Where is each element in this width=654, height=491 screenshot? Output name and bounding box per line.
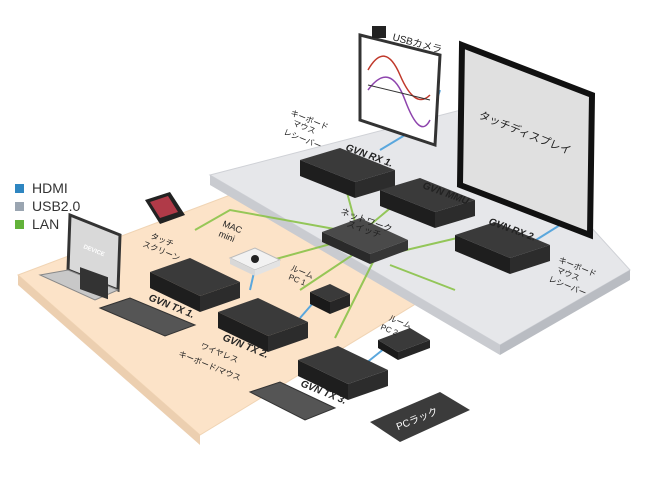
- legend-swatch-usb: [15, 202, 24, 211]
- mac-mini-icon: [228, 247, 282, 276]
- gvn-rx2-device: [455, 222, 550, 274]
- legend-usb: USB2.0: [32, 198, 80, 214]
- usb-camera-icon: [372, 26, 386, 38]
- gvn-tx3-device: [298, 346, 388, 400]
- keyboard-icon-1: [98, 297, 197, 337]
- keyboard-icon-2: [248, 381, 337, 421]
- room-pc2-icon: [378, 328, 430, 360]
- legend-swatch-hdmi: [15, 184, 24, 193]
- room-pc1-icon: [310, 284, 350, 314]
- laptop-icon: [38, 212, 122, 301]
- legend-lan: LAN: [32, 216, 59, 232]
- gvn-mmu-device: [380, 178, 475, 228]
- gvn-tx2-device: [218, 298, 308, 352]
- pc-rack-plate: [370, 392, 470, 442]
- gvn-tx1-device: [150, 258, 240, 312]
- legend-swatch-lan: [15, 220, 24, 229]
- legend: HDMI USB2.0 LAN: [15, 180, 80, 232]
- legend-hdmi: HDMI: [32, 180, 68, 196]
- touch-display: [456, 40, 596, 240]
- gvn-rx1-device: [300, 148, 395, 198]
- network-switch-device: [322, 218, 408, 264]
